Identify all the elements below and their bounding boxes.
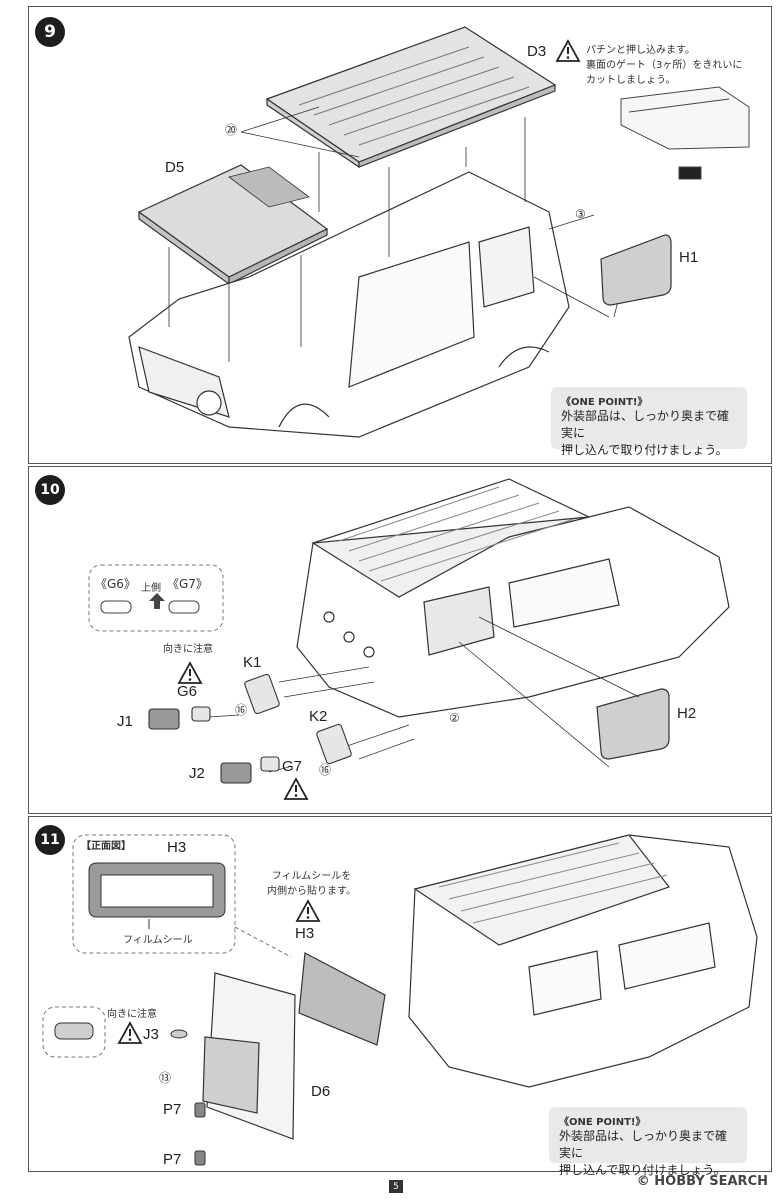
part-label-j3: J3 xyxy=(143,1026,159,1043)
page-number: 5 xyxy=(389,1180,403,1193)
warning-icon xyxy=(295,899,321,922)
part-j3 xyxy=(170,1029,188,1039)
orientation-note: 向きに注意 xyxy=(107,1009,157,1020)
film-note-line: 内側から貼ります。 xyxy=(267,886,356,897)
film-note: フィルムシールを 内側から貼ります。 xyxy=(267,869,356,899)
part-label-p7: P7 xyxy=(163,1151,182,1168)
p7-parts xyxy=(194,1102,206,1166)
d3-note: パチンと押し込みます。 裏面のゲート（3ヶ所）をきれいに カットしましょう。 xyxy=(586,43,742,88)
callout-16: ⑯ xyxy=(319,763,332,777)
window-film-h3 xyxy=(298,952,386,1046)
back-door-d6 xyxy=(202,972,296,1140)
orientation-inset xyxy=(42,1006,106,1058)
warning-icon xyxy=(117,1021,143,1044)
part-label-h3: H3 xyxy=(295,925,315,942)
warning-icon xyxy=(555,39,581,62)
front-view-label: 【正面図】 xyxy=(81,841,131,852)
callout-3: ③ xyxy=(575,207,586,221)
film-label: フィルムシール xyxy=(123,935,193,946)
hood-part-d5 xyxy=(137,164,329,286)
warning-icon xyxy=(177,661,203,684)
one-point-box: 《ONE POINT!》 外装部品は、しっかり奥まで確実に 押し込んで取り付けま… xyxy=(551,387,747,457)
gate-detail xyxy=(620,86,750,180)
one-point-line: 外装部品は、しっかり奥まで確実に xyxy=(559,1129,728,1160)
d3-note-line: 裏面のゲート（3ヶ所）をきれいに xyxy=(586,60,743,71)
step-9-diagram xyxy=(128,26,750,438)
window-film-h1 xyxy=(600,234,672,306)
part-label-j2: J2 xyxy=(189,765,205,782)
step-number: 10 xyxy=(35,475,65,505)
tail-light-parts xyxy=(148,673,352,784)
step-10-diagram xyxy=(88,478,730,800)
part-label-d5: D5 xyxy=(165,159,185,176)
one-point-box: 《ONE POINT!》 外装部品は、しっかり奥まで確実に 押し込んで取り付けま… xyxy=(549,1107,747,1177)
window-film-h2 xyxy=(596,688,670,760)
part-label-d3: D3 xyxy=(527,43,547,60)
callout-20: ⑳ xyxy=(225,123,238,137)
watermark: © HOBBY SEARCH xyxy=(636,1174,768,1189)
step-10-panel: 10 xyxy=(28,466,772,814)
part-label-h3-inset: H3 xyxy=(167,839,187,856)
part-label-h1: H1 xyxy=(679,249,699,266)
inset-g7-label: 《G7》 xyxy=(167,577,208,591)
car-body xyxy=(128,171,570,438)
orientation-inset xyxy=(88,564,224,632)
roof-part-d3 xyxy=(265,26,557,169)
car-body xyxy=(408,834,758,1088)
callout-13: ⑬ xyxy=(159,1071,172,1085)
callout-16: ⑯ xyxy=(235,703,248,717)
part-label-h2: H2 xyxy=(677,705,697,722)
film-note-line: フィルムシールを xyxy=(271,871,352,882)
part-label-g6: G6 xyxy=(177,683,198,700)
step-11-diagram xyxy=(42,834,758,1166)
part-label-g7: G7 xyxy=(282,758,303,775)
step-number: 9 xyxy=(35,17,65,47)
step-9-panel: 9 xyxy=(28,6,772,464)
assembly-lines xyxy=(168,106,620,362)
warning-icon xyxy=(283,777,309,800)
one-point-line: 押し込んで取り付けましょう。 xyxy=(559,1163,726,1177)
part-label-j1: J1 xyxy=(117,713,133,730)
step-11-panel: 11 xyxy=(28,816,772,1177)
d3-note-line: カットしましょう。 xyxy=(586,75,676,86)
orientation-note: 向きに注意 xyxy=(163,644,213,655)
assembly-lines xyxy=(208,616,640,773)
front-view-inset xyxy=(72,834,236,954)
one-point-line: 押し込んで取り付けましょう。 xyxy=(561,443,728,457)
inset-up-label: 上側 xyxy=(141,583,161,594)
car-body xyxy=(296,478,730,718)
part-label-k1: K1 xyxy=(243,654,262,671)
d3-note-line: パチンと押し込みます。 xyxy=(586,45,695,56)
part-label-p7: P7 xyxy=(163,1101,182,1118)
one-point-title: 《ONE POINT!》 xyxy=(559,1117,646,1128)
inset-leader xyxy=(234,926,292,958)
part-label-d6: D6 xyxy=(311,1083,331,1100)
inset-g6-label: 《G6》 xyxy=(95,577,136,591)
one-point-title: 《ONE POINT!》 xyxy=(561,397,648,408)
step-number: 11 xyxy=(35,825,65,855)
callout-2: ② xyxy=(449,711,460,725)
part-label-k2: K2 xyxy=(309,708,328,725)
one-point-line: 外装部品は、しっかり奥まで確実に xyxy=(561,409,730,440)
